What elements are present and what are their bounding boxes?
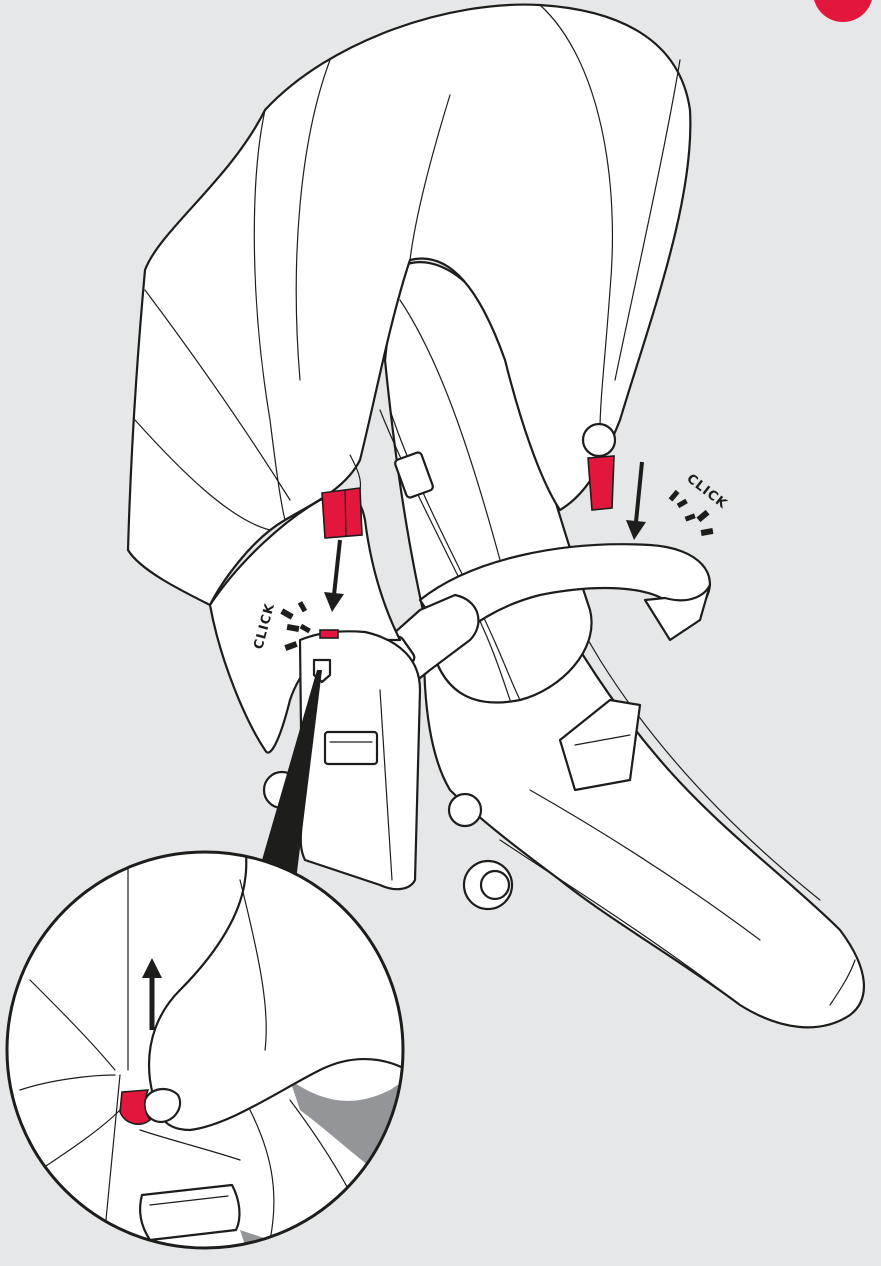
down-arrow-icon [626,462,646,540]
connector-latch [320,630,338,638]
click-label-right: CLICK [684,471,730,512]
step-badge [813,0,873,22]
seat-connector-housing [300,631,420,889]
